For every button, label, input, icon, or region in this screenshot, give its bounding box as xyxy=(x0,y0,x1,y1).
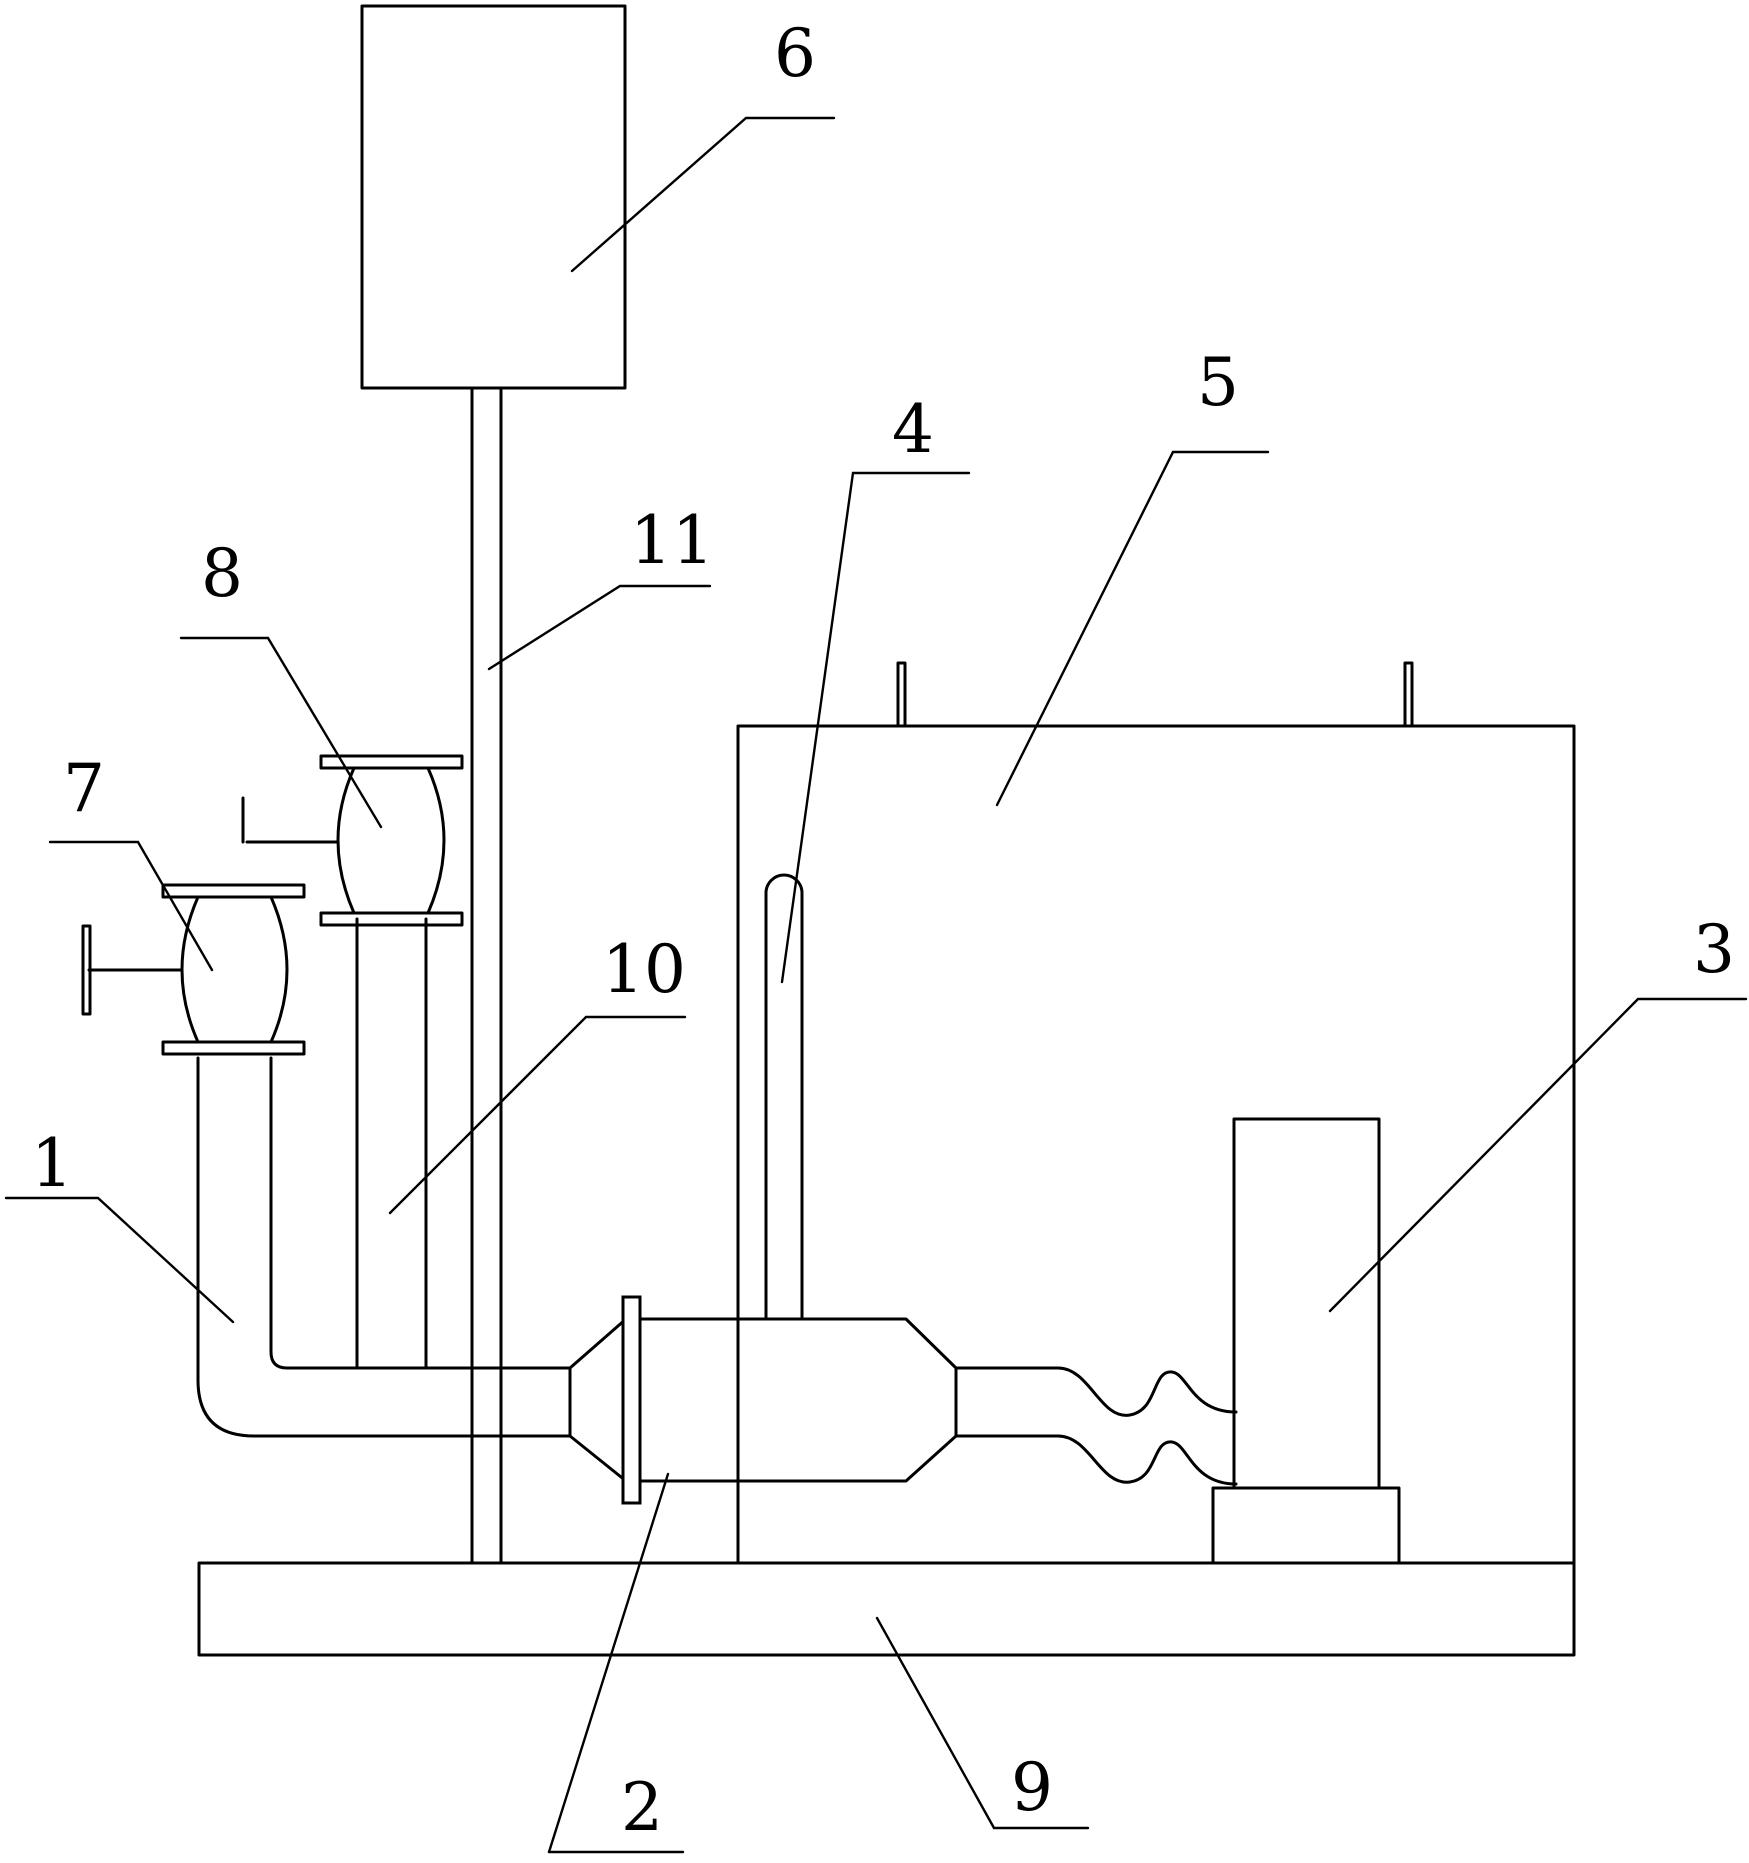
label-10: 10 xyxy=(602,931,686,1008)
branch-pipe xyxy=(355,917,428,1370)
leader-lines xyxy=(4,116,1748,1854)
label-9: 9 xyxy=(1011,1749,1053,1826)
upper-valve xyxy=(241,754,464,927)
water-tank xyxy=(736,661,1576,1565)
pump-body xyxy=(568,1295,958,1565)
label-4: 4 xyxy=(892,391,934,468)
support-column xyxy=(470,386,503,1565)
level-tube xyxy=(764,873,804,1321)
label-7: 7 xyxy=(63,750,105,827)
label-11: 11 xyxy=(630,502,714,579)
inlet-pipe xyxy=(196,1056,572,1438)
label-5: 5 xyxy=(1197,344,1239,421)
flexible-hose xyxy=(954,1366,1238,1486)
lower-valve xyxy=(81,883,306,1056)
control-box xyxy=(360,4,627,390)
base-platform xyxy=(197,1561,1576,1657)
label-1: 1 xyxy=(31,1125,73,1202)
motor xyxy=(1211,1117,1401,1565)
label-6: 6 xyxy=(774,15,816,92)
label-8: 8 xyxy=(201,535,243,612)
label-2: 2 xyxy=(621,1769,663,1846)
label-3: 3 xyxy=(1693,911,1735,988)
part-labels: 1 2 3 4 5 6 7 8 9 10 11 xyxy=(31,15,1735,1846)
